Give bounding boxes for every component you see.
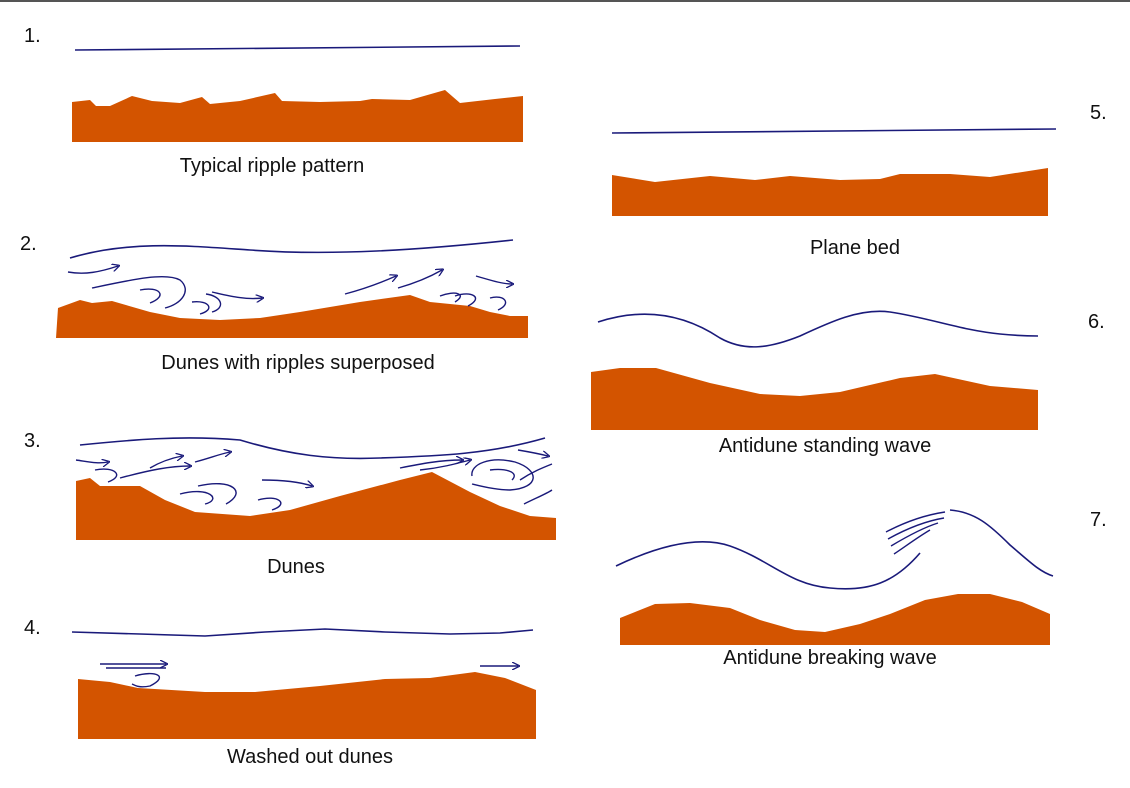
panel-1-ripples bbox=[72, 45, 523, 142]
panel-4-flow-arrows bbox=[100, 664, 518, 688]
panel-3-flow-arrows bbox=[75, 450, 553, 511]
panel-7-antidune-breaking-wave bbox=[615, 509, 1054, 645]
panel-6-number: 6. bbox=[1088, 311, 1105, 333]
panel-7-caption: Antidune breaking wave bbox=[723, 647, 937, 669]
panel-5-caption: Plane bed bbox=[809, 237, 901, 259]
panel-6-water-surface bbox=[597, 310, 1039, 348]
panel-7-water-surface bbox=[615, 541, 921, 590]
panel-1-water-surface bbox=[74, 45, 521, 51]
panel-6-caption: Antidune standing wave bbox=[718, 435, 932, 457]
panel-3-number: 3. bbox=[24, 430, 41, 452]
panel-7-wave-crest bbox=[949, 509, 1054, 577]
panel-5-plane-bed bbox=[611, 128, 1057, 216]
panel-6-sediment-bed bbox=[591, 368, 1038, 430]
top-border bbox=[0, 0, 1130, 2]
panel-5-number: 5. bbox=[1090, 102, 1107, 124]
panel-4-caption: Washed out dunes bbox=[226, 746, 394, 768]
panel-3-sediment-bed bbox=[76, 472, 556, 540]
panel-6-antidune-standing-wave bbox=[591, 310, 1039, 430]
panel-5-sediment-bed bbox=[612, 168, 1048, 216]
panel-3-dunes bbox=[75, 437, 556, 540]
panel-7-sediment-bed bbox=[620, 594, 1050, 645]
panel-1-caption: Typical ripple pattern bbox=[179, 155, 365, 177]
panel-7-breaking-lines bbox=[885, 511, 946, 555]
panel-2-sediment-bed bbox=[56, 295, 528, 338]
panel-1-sediment-bed bbox=[72, 90, 523, 142]
panel-4-washed-out-dunes bbox=[71, 628, 536, 739]
panel-2-caption: Dunes with ripples superposed bbox=[161, 352, 435, 374]
panel-2-water-surface bbox=[69, 239, 514, 259]
panel-4-number: 4. bbox=[24, 617, 41, 639]
panel-1-number: 1. bbox=[24, 25, 41, 47]
panel-2-dunes-with-ripples bbox=[56, 239, 528, 338]
panel-4-water-surface bbox=[71, 628, 534, 637]
panel-5-water-surface bbox=[611, 128, 1057, 134]
panel-4-sediment-bed bbox=[78, 672, 536, 739]
panel-7-number: 7. bbox=[1090, 509, 1107, 531]
panel-2-number: 2. bbox=[20, 233, 37, 255]
panel-2-flow-arrows bbox=[67, 266, 512, 315]
panel-3-caption: Dunes bbox=[267, 556, 325, 578]
panel-3-water-surface bbox=[79, 437, 546, 460]
